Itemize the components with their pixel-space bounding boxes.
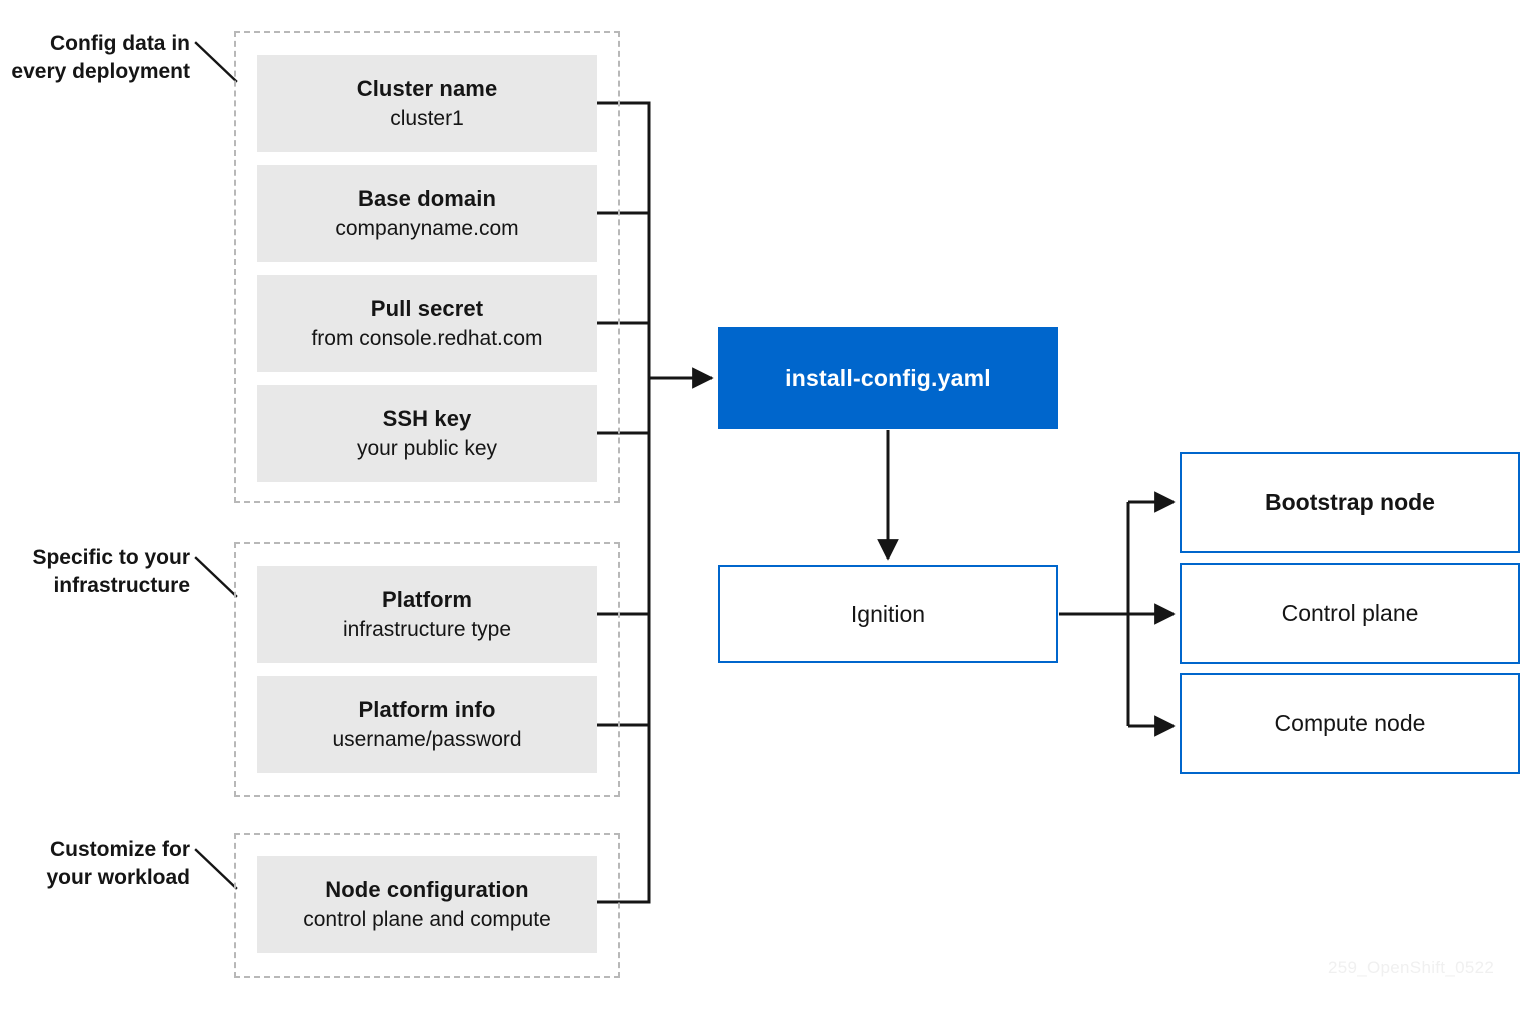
card-title: Pull secret	[370, 295, 484, 321]
section-label-every-deployment: Config data in every deployment	[11, 32, 190, 83]
card-platform[interactable]: Platform infrastructure type	[257, 566, 597, 663]
section-label-infrastructure: Specific to your infrastructure	[32, 546, 190, 597]
card-subtitle: companyname.com	[335, 216, 519, 240]
card-ssh-key[interactable]: SSH key your public key	[257, 385, 597, 482]
card-subtitle: infrastructure type	[342, 617, 512, 641]
leader-line-every-deployment	[194, 41, 238, 83]
group-workload	[234, 833, 620, 978]
leader-line-infrastructure	[194, 556, 238, 598]
card-node-configuration[interactable]: Node configuration control plane and com…	[257, 856, 597, 953]
card-subtitle: cluster1	[390, 106, 464, 130]
group-every-deployment	[234, 31, 620, 503]
card-subtitle: from console.redhat.com	[311, 326, 543, 350]
card-pull-secret[interactable]: Pull secret from console.redhat.com	[257, 275, 597, 372]
control-plane-box[interactable]: Control plane	[1180, 563, 1520, 664]
card-title: Cluster name	[356, 75, 498, 101]
card-title: Platform	[381, 586, 473, 612]
card-title: SSH key	[382, 405, 472, 431]
section-label-workload: Customize for your workload	[46, 838, 190, 889]
watermark-label: 259_OpenShift_0522	[1328, 958, 1495, 977]
card-title: Node configuration	[325, 876, 529, 902]
card-title: Platform info	[358, 696, 496, 722]
ignition-box[interactable]: Ignition	[718, 565, 1058, 663]
group-infrastructure	[234, 542, 620, 797]
card-base-domain[interactable]: Base domain companyname.com	[257, 165, 597, 262]
compute-node-box[interactable]: Compute node	[1180, 673, 1520, 774]
bootstrap-node-box[interactable]: Bootstrap node	[1180, 452, 1520, 553]
card-subtitle: your public key	[356, 436, 498, 460]
card-title: Base domain	[357, 185, 497, 211]
card-subtitle: username/password	[332, 727, 522, 751]
card-cluster-name[interactable]: Cluster name cluster1	[257, 55, 597, 152]
install-config-yaml-box[interactable]: install-config.yaml	[718, 327, 1058, 429]
leader-line-workload	[194, 848, 238, 890]
card-subtitle: control plane and compute	[303, 907, 551, 931]
card-platform-info[interactable]: Platform info username/password	[257, 676, 597, 773]
ignition-fanout	[1059, 491, 1176, 737]
